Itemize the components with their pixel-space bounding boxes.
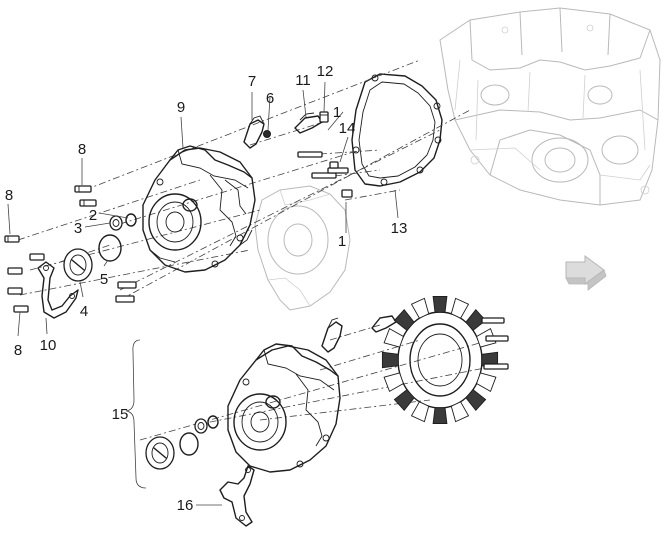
bolt	[13, 305, 29, 313]
bolt	[117, 281, 137, 289]
bolt	[79, 199, 97, 207]
stator-pole	[450, 401, 470, 423]
bolt	[29, 253, 45, 261]
gasket	[351, 73, 443, 187]
bolt	[115, 295, 135, 303]
generator-cover-lower	[227, 317, 343, 473]
stator-pole	[393, 388, 415, 411]
stator-pole	[393, 309, 415, 332]
bracket	[37, 261, 79, 319]
seal	[109, 215, 123, 231]
lower-small-parts	[145, 315, 397, 527]
leader-lines	[7, 81, 399, 506]
callout-8-left: 8	[5, 187, 13, 204]
callout-8-bottom: 8	[14, 342, 22, 359]
stator-pole	[432, 296, 448, 313]
callout-3: 3	[74, 220, 82, 237]
filler-plug	[63, 248, 93, 282]
callout-1-upper: 1	[333, 104, 341, 121]
callout-1-lower: 1	[338, 233, 346, 250]
bolt	[74, 185, 92, 193]
stator-pole	[432, 407, 448, 424]
callout-9: 9	[177, 99, 185, 116]
callout-8-top: 8	[78, 141, 86, 158]
stator-pole	[476, 372, 497, 393]
callout-14: 14	[339, 120, 356, 137]
engine-block-ghost	[439, 7, 661, 206]
stator-pole	[383, 372, 404, 393]
generator-cover-upper	[142, 145, 256, 273]
stator-pole	[383, 327, 404, 348]
direction-arrow-icon	[565, 255, 607, 291]
group-brace	[125, 339, 147, 489]
callout-11: 11	[295, 72, 311, 89]
bracket	[219, 465, 255, 527]
washer	[207, 415, 219, 429]
callout-15: 15	[112, 406, 129, 423]
stator	[381, 296, 509, 424]
callout-7: 7	[248, 73, 256, 90]
callout-2: 2	[89, 207, 97, 224]
o-ring	[98, 234, 122, 262]
bolt	[7, 267, 23, 275]
stator-pole	[450, 297, 470, 319]
stator-poles	[381, 296, 499, 424]
stator-pole	[410, 297, 430, 319]
inner-cover-ghost	[254, 185, 351, 311]
stator-pole	[465, 388, 487, 411]
bolt	[7, 287, 23, 295]
left-hardware-upper	[4, 185, 137, 319]
callout-16: 16	[177, 497, 194, 514]
callout-labels: 1 1 2 3 4 5 6 7 8 8 8 9 10 11 12 13 14 1…	[5, 63, 408, 514]
callout-4: 4	[80, 303, 88, 320]
stator-pole	[410, 401, 430, 423]
seal	[194, 418, 208, 434]
callout-5: 5	[100, 271, 108, 288]
filler-plug	[145, 436, 175, 470]
sensor-assembly	[243, 111, 353, 198]
o-ring	[179, 432, 199, 456]
callout-10: 10	[40, 337, 57, 354]
callout-12: 12	[317, 63, 334, 80]
callout-13: 13	[391, 220, 408, 237]
stator-pole	[381, 351, 399, 369]
bolt	[4, 235, 20, 243]
washer	[125, 213, 137, 227]
callout-6: 6	[266, 90, 274, 107]
